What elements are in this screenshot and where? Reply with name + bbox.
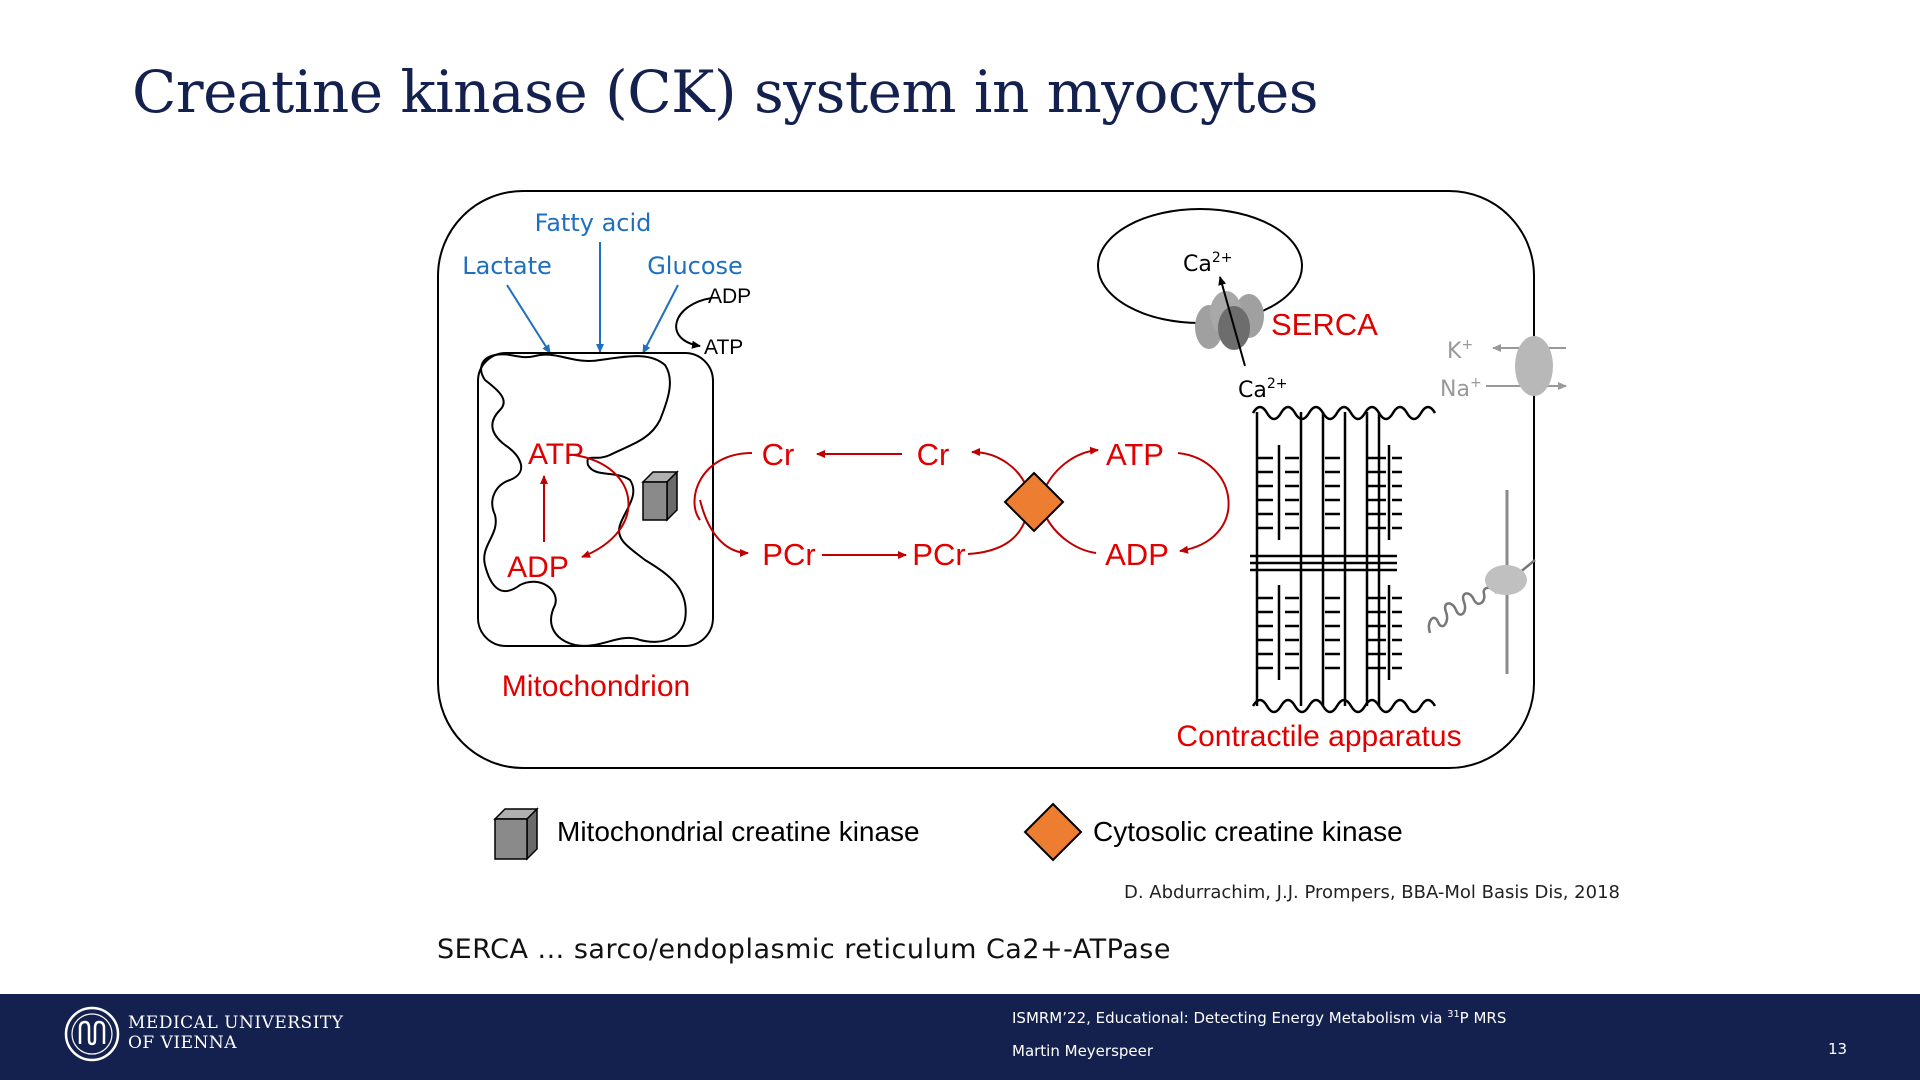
mitochondrion-cristae	[480, 353, 687, 647]
cyto-cr-curve	[971, 448, 1028, 489]
serca-ca-transport-arrow	[1218, 276, 1246, 367]
atp-consumption-arrow	[1177, 452, 1230, 554]
mito-adp-label: ADP	[507, 551, 569, 584]
fatty-acid-label: Fatty acid	[535, 209, 652, 237]
ca-bottom-label: Ca2+	[1238, 376, 1287, 403]
page-number: 13	[1828, 1040, 1848, 1058]
citation: D. Abdurrachim, J.J. Prompers, BBA-Mol B…	[1124, 882, 1620, 903]
serca-label: SERCA	[1271, 307, 1378, 342]
na-k-pump-icon	[1515, 336, 1553, 396]
footer-bar	[0, 994, 1920, 1080]
serca-abbreviation-note: SERCA ... sarco/endoplasmic reticulum Ca…	[437, 934, 1171, 965]
lactate-arrow	[506, 284, 551, 354]
contractile-apparatus-label: Contractile apparatus	[1176, 720, 1461, 753]
university-name-line2: OF VIENNA	[128, 1033, 238, 1053]
receptor-protein-icon	[1485, 565, 1527, 595]
legend-cyto-ck-label: Cytosolic creatine kinase	[1093, 816, 1403, 847]
university-name: MEDICAL UNIVERSITY OF VIENNA	[128, 1013, 343, 1053]
mito-ck-curve	[573, 454, 630, 558]
ca-top-label: Ca2+	[1183, 250, 1232, 277]
legend-cube-icon	[493, 807, 539, 861]
pcr-left-label: PCr	[762, 537, 815, 572]
shuttle-pcr-arc	[699, 499, 749, 557]
glycolysis-atp-label: ATP	[704, 336, 743, 359]
k-ion-label: K+	[1447, 337, 1473, 364]
footer-author: Martin Meyerspeer	[1012, 1042, 1154, 1060]
sarcomere-icon	[1250, 405, 1437, 714]
cyto-adp-curve	[1044, 514, 1097, 554]
footer-event: ISMRM’22, Educational: Detecting Energy …	[1012, 1009, 1507, 1027]
university-logo-icon	[64, 1006, 120, 1062]
cyto-atp-label: ATP	[1106, 437, 1164, 472]
legend-diamond-icon	[1023, 802, 1083, 862]
na-ion-label: Na+	[1440, 375, 1482, 402]
cell-membrane	[437, 190, 1535, 769]
cyto-atp-curve	[1044, 446, 1099, 489]
cyto-ck-diamond-icon	[1003, 471, 1065, 533]
cyto-pcr-curve	[967, 514, 1028, 555]
mitochondrion-outer-membrane	[477, 352, 714, 647]
receptor-squiggle-icon	[1427, 559, 1536, 634]
glucose-arrow	[642, 284, 679, 354]
glycolysis-arrow	[675, 297, 713, 349]
pcr-right-label: PCr	[912, 537, 965, 572]
cr-left-label: Cr	[762, 437, 795, 472]
mito-ck-cube-icon	[641, 470, 679, 522]
shuttle-cr-arc	[693, 452, 753, 521]
lactate-label: Lactate	[462, 252, 552, 280]
cyto-adp-label: ADP	[1105, 537, 1169, 572]
mitochondrion-label: Mitochondrion	[502, 670, 690, 703]
glycolysis-adp-label: ADP	[708, 285, 751, 308]
slide-title: Creatine kinase (CK) system in myocytes	[132, 58, 1319, 126]
university-name-line1: MEDICAL UNIVERSITY	[128, 1013, 344, 1033]
glucose-label: Glucose	[647, 252, 743, 280]
cr-right-label: Cr	[917, 437, 950, 472]
legend-mito-ck-label: Mitochondrial creatine kinase	[557, 816, 920, 847]
